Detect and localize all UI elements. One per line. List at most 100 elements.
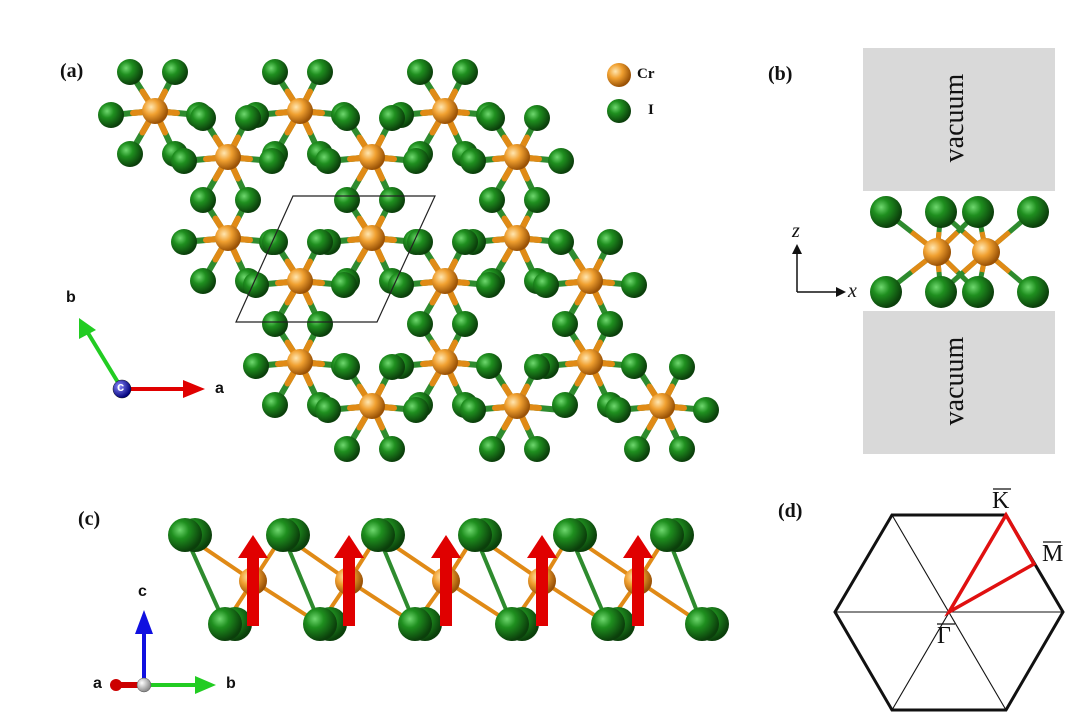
chain-i-atom-bottom: [591, 607, 625, 641]
i-atom: [307, 229, 333, 255]
cr-atom: [215, 144, 241, 170]
i-atom: [452, 59, 478, 85]
i-atom: [190, 105, 216, 131]
spin-arrow-head: [334, 535, 364, 558]
panel-b-slab-view: [792, 196, 1049, 308]
spin-arrow-shaft: [440, 556, 452, 626]
cr-atom: [359, 393, 385, 419]
slab-i-atom: [870, 196, 902, 228]
chain-i-atom-bottom: [208, 607, 242, 641]
high-symmetry-path: [944, 511, 1037, 617]
i-atom: [262, 59, 288, 85]
i-atom: [98, 102, 124, 128]
i-atom: [524, 187, 550, 213]
slab-i-atom: [962, 276, 994, 308]
legend-cr-label: Cr: [637, 66, 655, 82]
axis-z-label: z: [792, 220, 800, 242]
gamma-point-label: Γ: [937, 623, 951, 649]
i-atom: [307, 311, 333, 337]
i-atom: [315, 397, 341, 423]
cr-atom: [432, 98, 458, 124]
i-atom: [190, 187, 216, 213]
cr-atom: [432, 268, 458, 294]
slab-cr-atom: [923, 238, 951, 266]
chain-i-atom-bottom: [303, 607, 337, 641]
i-atom: [605, 397, 631, 423]
i-atom: [334, 105, 360, 131]
i-atom: [331, 272, 357, 298]
i-atom: [621, 353, 647, 379]
i-atom: [524, 105, 550, 131]
cr-atom: [577, 268, 603, 294]
i-atom: [315, 148, 341, 174]
cr-atom: [504, 393, 530, 419]
i-atom: [460, 397, 486, 423]
chain-i-atom-top: [168, 518, 202, 552]
spin-arrow-shaft: [632, 556, 644, 626]
vacuum-region-top: [863, 48, 1055, 191]
i-atom: [479, 105, 505, 131]
panel-d-brillouin-zone: [833, 488, 1065, 712]
axis-b-label: b: [66, 289, 76, 306]
slab-i-atom: [962, 196, 994, 228]
cr-atom: [504, 144, 530, 170]
cr-atom: [649, 393, 675, 419]
i-atom: [307, 59, 333, 85]
i-atom: [243, 353, 269, 379]
spin-arrow-shaft: [343, 556, 355, 626]
i-atom: [407, 311, 433, 337]
i-atom: [621, 272, 647, 298]
i-atom: [597, 311, 623, 337]
spin-arrow-head: [623, 535, 653, 558]
i-atom: [117, 141, 143, 167]
i-atom: [524, 436, 550, 462]
panel-b-label: (b): [768, 63, 793, 85]
legend-cr-atom: [607, 63, 631, 87]
i-atom: [524, 354, 550, 380]
cr-atom: [359, 225, 385, 251]
panel-a-top-view: [79, 59, 719, 462]
side-axis-a-label: a: [93, 675, 102, 692]
i-atom: [379, 436, 405, 462]
side-axis-b-label: b: [226, 675, 236, 692]
i-atom: [334, 187, 360, 213]
cr-atom: [287, 268, 313, 294]
slab-i-atom: [925, 196, 957, 228]
i-atom: [407, 229, 433, 255]
chain-i-atom-top: [458, 518, 492, 552]
chain-i-atom-bottom: [685, 607, 719, 641]
cr-atom: [215, 225, 241, 251]
k-point-label: K: [992, 488, 1010, 514]
i-atom: [190, 268, 216, 294]
panel-b-bonds: [884, 210, 1035, 294]
panel-c-axes: [110, 610, 216, 694]
side-axis-c-label: c: [138, 583, 147, 600]
i-atom: [669, 354, 695, 380]
slab-i-atom: [1017, 196, 1049, 228]
chain-i-atom-top: [361, 518, 395, 552]
i-atom: [403, 397, 429, 423]
legend-i-atom: [607, 99, 631, 123]
i-atom: [479, 436, 505, 462]
i-atom: [533, 272, 559, 298]
i-atom: [552, 311, 578, 337]
slab-i-atom: [925, 276, 957, 308]
axis-x-label: x: [848, 280, 857, 302]
i-atom: [476, 272, 502, 298]
axis-a-label: a: [215, 380, 224, 397]
legend-i-label: I: [648, 102, 654, 118]
chain-i-atom-top: [266, 518, 300, 552]
i-atom: [452, 229, 478, 255]
vacuum-region-bottom: [863, 311, 1055, 454]
i-atom: [262, 229, 288, 255]
panel-a-axes: [79, 318, 205, 399]
panel-c-spin-arrows: [238, 535, 653, 626]
i-atom: [669, 436, 695, 462]
spin-arrow-head: [527, 535, 557, 558]
i-atom: [262, 392, 288, 418]
panel-c-atoms: [168, 518, 729, 641]
spin-arrow-shaft: [536, 556, 548, 626]
i-atom: [388, 272, 414, 298]
panel-b-atoms: [870, 196, 1049, 308]
